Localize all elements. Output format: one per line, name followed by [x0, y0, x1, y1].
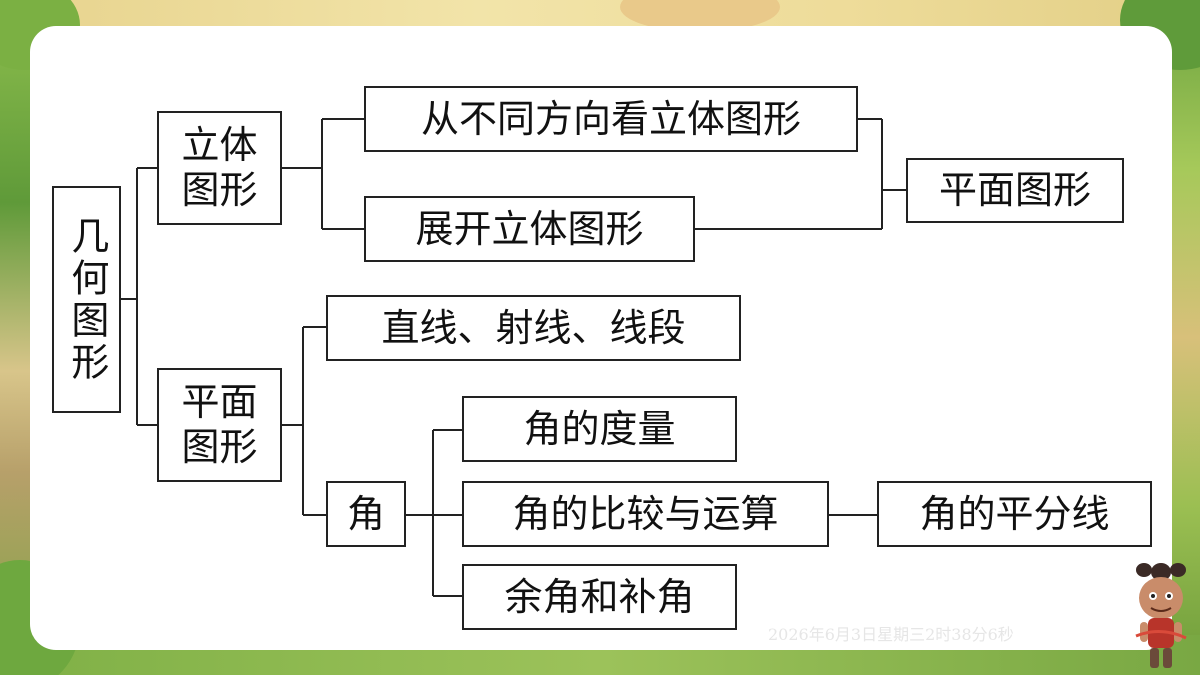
node-complementary-angles: 余角和补角: [462, 564, 737, 630]
nezha-character-icon: [1135, 563, 1187, 668]
node-solid-figures: 立体图形: [157, 111, 282, 225]
node-angle-compare: 角的比较与运算: [462, 481, 829, 547]
node-plane-result: 平面图形: [906, 158, 1124, 223]
node-solid-figures-label: 立体图形: [181, 123, 258, 212]
node-plane-result-label: 平面图形: [938, 168, 1091, 213]
node-root-label: 几何图形: [64, 215, 109, 384]
node-angle-bisector: 角的平分线: [877, 481, 1152, 547]
node-plane-figures: 平面图形: [157, 368, 282, 482]
node-angle-measure-label: 角的度量: [523, 406, 676, 451]
node-angle-bisector-label: 角的平分线: [919, 491, 1110, 536]
node-angle-measure: 角的度量: [462, 396, 737, 462]
node-complementary-label: 余角和补角: [504, 574, 695, 619]
node-unfold-label: 展开立体图形: [415, 206, 644, 251]
node-angle: 角: [326, 481, 406, 547]
node-plane-figures-label: 平面图形: [181, 380, 258, 469]
node-views-label: 从不同方向看立体图形: [420, 96, 801, 141]
timestamp: 2026年6月3日星期三2时38分6秒: [768, 625, 1014, 644]
node-lines-rays-segments: 直线、射线、线段: [326, 295, 741, 361]
node-views-from-directions: 从不同方向看立体图形: [364, 86, 858, 152]
node-lines-label: 直线、射线、线段: [381, 305, 686, 350]
node-angle-compare-label: 角的比较与运算: [512, 491, 779, 536]
node-angle-label: 角: [346, 491, 385, 536]
node-unfold-solids: 展开立体图形: [364, 196, 695, 262]
node-root: 几何图形: [52, 186, 121, 413]
